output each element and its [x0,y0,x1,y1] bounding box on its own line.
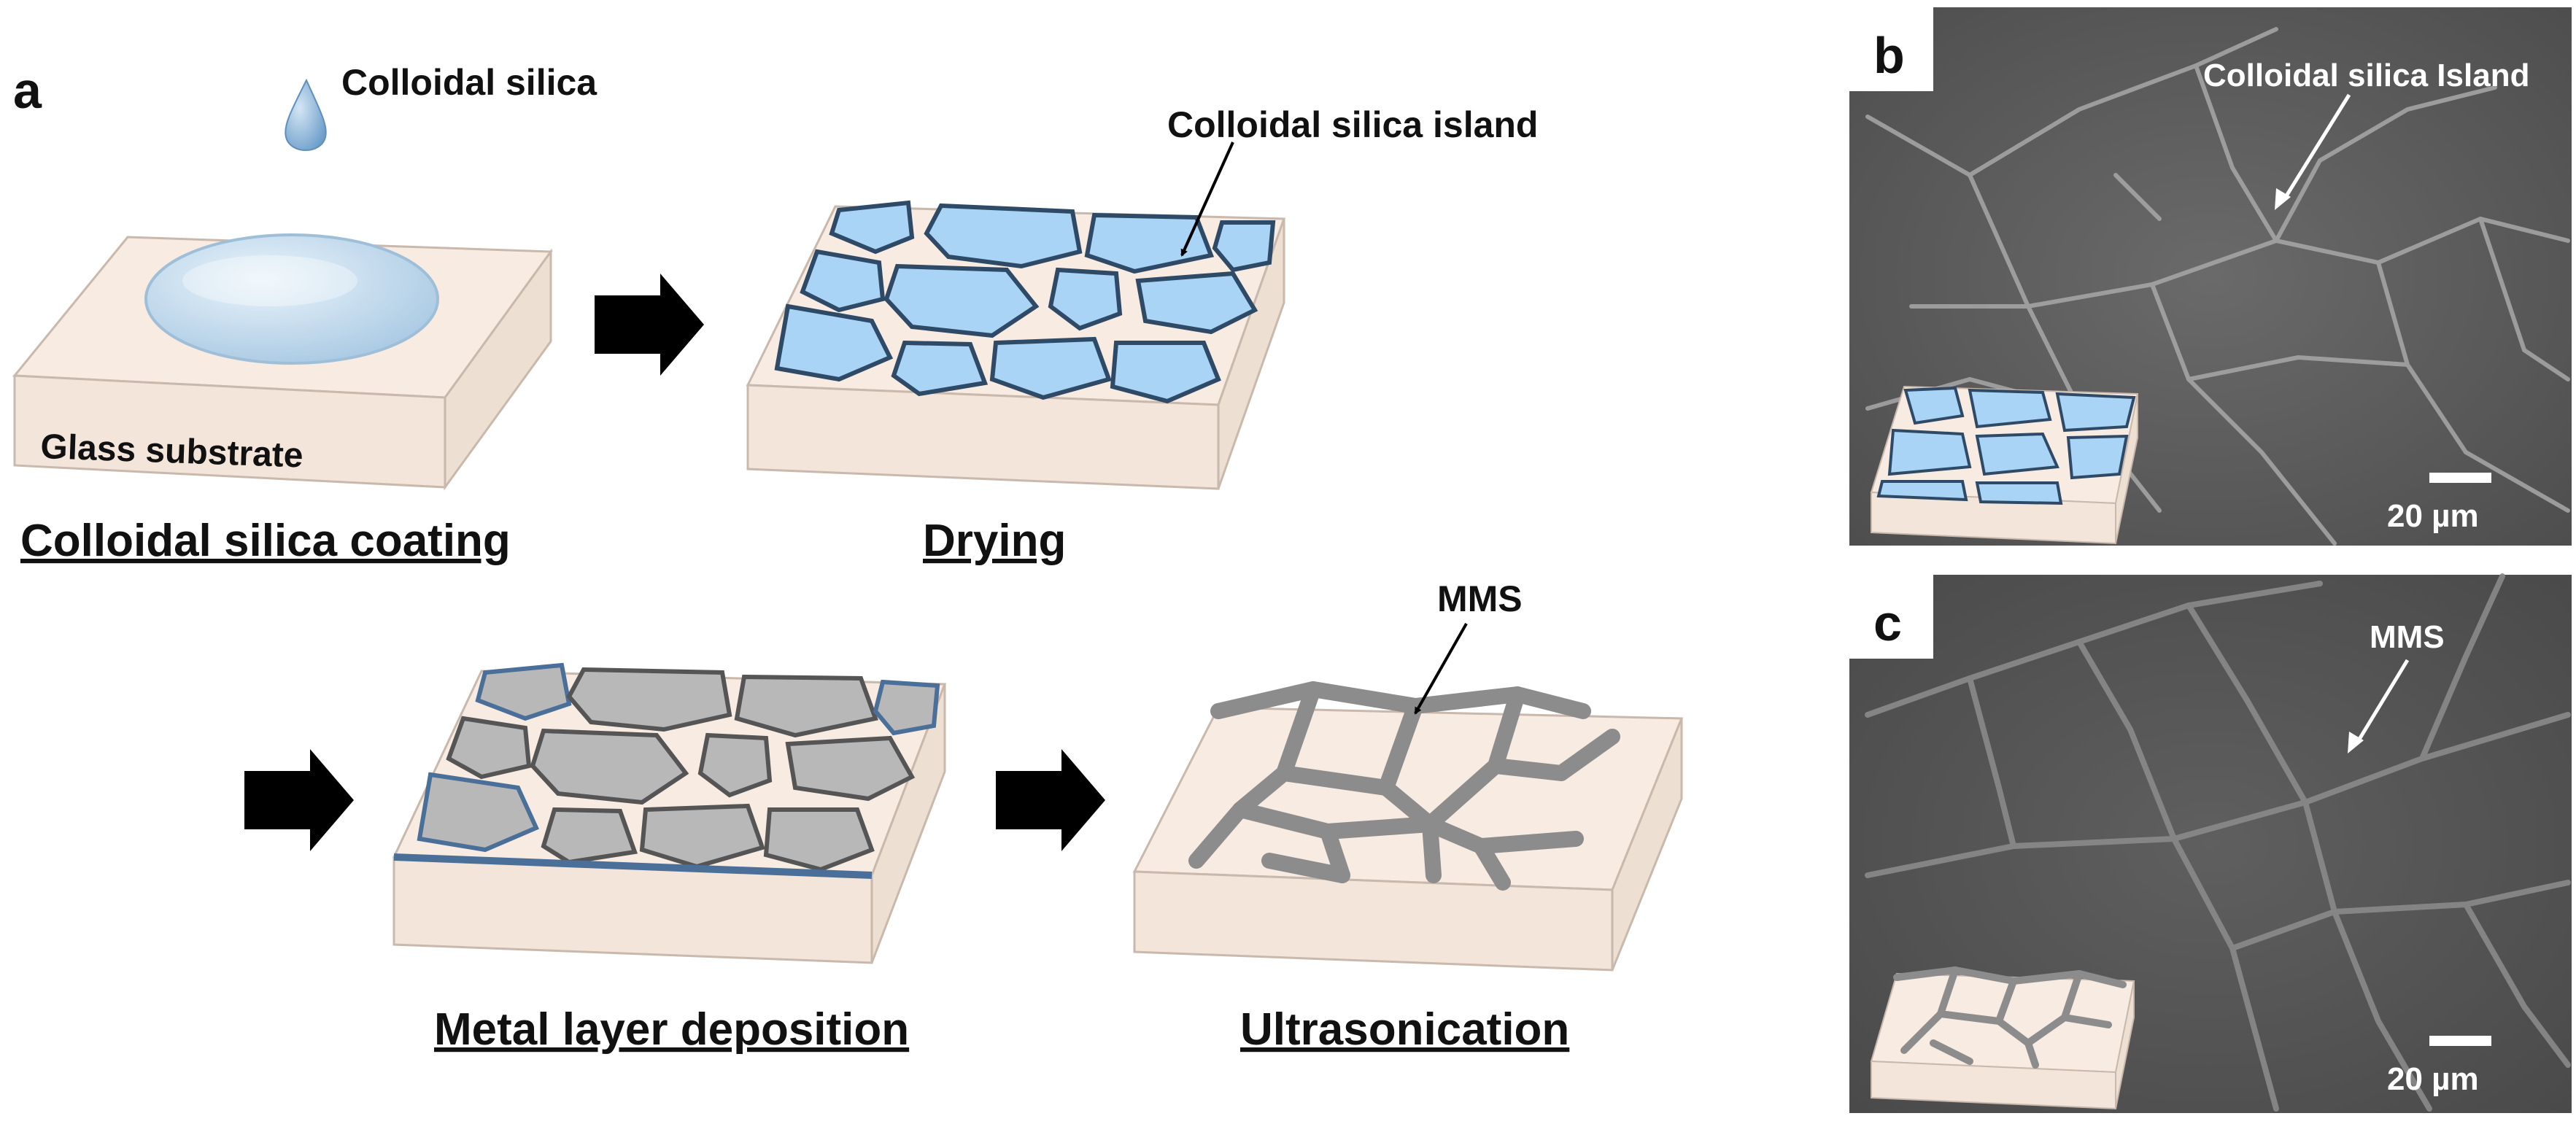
step-1-coating-illustration: Glass substrate [15,80,551,487]
panel-c-label: c [1873,594,1902,651]
inset-mms-illustration [1871,970,2134,1109]
step-2-caption: Drying [923,516,1066,566]
scale-bar [2429,473,2491,483]
step-2-annotation: Colloidal silica island [1167,104,1538,145]
panel-b-scale-label: 20 µm [2387,498,2479,534]
panel-b-label: b [1873,27,1905,84]
panel-b-annotation: Colloidal silica Island [2203,58,2529,93]
metal-covered-islands [419,665,937,869]
step-2-drying-illustration [748,142,1284,489]
step-4-mms-illustration [1134,624,1682,970]
step-4-caption: Ultrasonication [1240,1004,1569,1055]
panel-a-label: a [13,62,42,119]
inset-drying-illustration [1871,387,2138,543]
step-3-metal-illustration [394,665,945,963]
panel-c-annotation: MMS [2370,619,2445,655]
panel-c-scale-label: 20 µm [2387,1061,2479,1097]
coating-highlight [182,255,357,306]
step-4-annotation: MMS [1437,578,1523,619]
process-arrow-2-icon [244,749,354,851]
step-1-caption: Colloidal silica coating [20,516,511,566]
panel-c-sem-image [1849,575,2572,1113]
process-arrow-1-icon [595,274,704,376]
step-1-annotation: Colloidal silica [341,62,597,103]
silica-droplet-icon [285,80,326,150]
process-arrow-3-icon [996,749,1105,851]
scale-bar [2429,1036,2491,1046]
substrate-front [1134,872,1612,970]
step-3-caption: Metal layer deposition [434,1004,909,1055]
silica-islands [777,203,1273,401]
